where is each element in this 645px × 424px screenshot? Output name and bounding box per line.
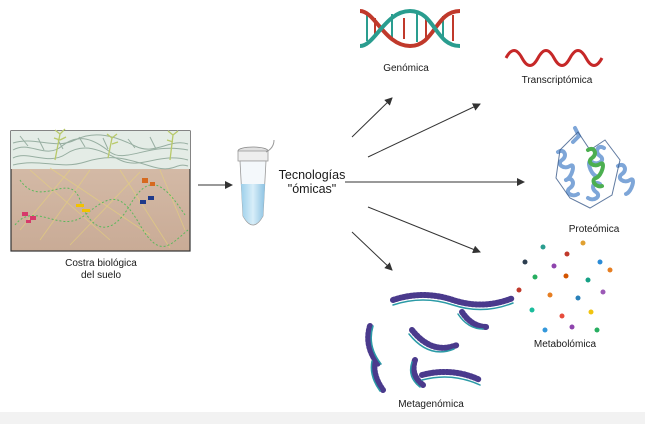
tech-label-line2: "ómicas" — [287, 182, 337, 196]
metabolite-dots-icon — [516, 240, 613, 333]
transcriptomica-label: Transcriptómica — [521, 75, 593, 86]
genomica-label: Genómica — [383, 63, 429, 74]
soil-label-line1: Costra biológica — [65, 258, 137, 269]
tech-label-line1: Tecnologías — [278, 168, 346, 182]
protein-structure-icon — [555, 126, 635, 209]
metagenomica-label: Metagenómica — [398, 399, 464, 410]
fan-out-arrows — [345, 97, 525, 271]
soil-crust-illustration — [10, 128, 191, 252]
metabolomica-label: Metabolómica — [533, 339, 597, 350]
footer-strip — [0, 412, 645, 424]
omics-technologies-label: Tecnologías "ómicas" — [272, 168, 352, 196]
soil-crust-label: Costra biológica del suelo — [60, 258, 142, 282]
rna-strand-icon — [504, 49, 604, 67]
metagenome-fragments-icon — [365, 292, 516, 393]
dna-helix-icon — [359, 8, 461, 49]
soil-label-line2: del suelo — [80, 270, 122, 281]
eppendorf-tube-icon — [237, 139, 275, 226]
proteomica-label: Proteómica — [568, 224, 620, 235]
